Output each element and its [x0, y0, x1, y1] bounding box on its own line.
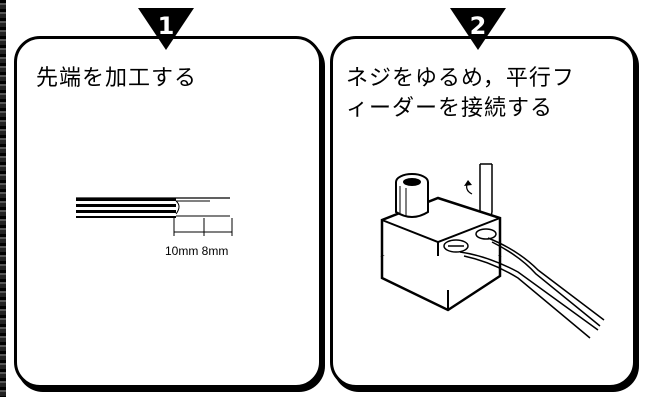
dimension-label: 10mm 8mm: [165, 244, 229, 258]
step-1-arrow-icon: 1: [138, 8, 194, 50]
step-2-number: 2: [470, 12, 487, 40]
step-1-instruction: 先端を加工する: [36, 66, 198, 91]
connector-diagram: [368, 160, 608, 360]
step-1-number: 1: [158, 12, 175, 40]
step-2-instruction: ネジをゆるめ，平行フ ィーダーを接続する: [346, 66, 575, 121]
step-2-badge: 2: [448, 6, 508, 52]
step-1-badge: 1: [136, 6, 196, 52]
step-2-arrow-icon: 2: [450, 8, 506, 50]
cable-end-diagram: [70, 188, 250, 248]
scan-edge: [0, 0, 6, 397]
